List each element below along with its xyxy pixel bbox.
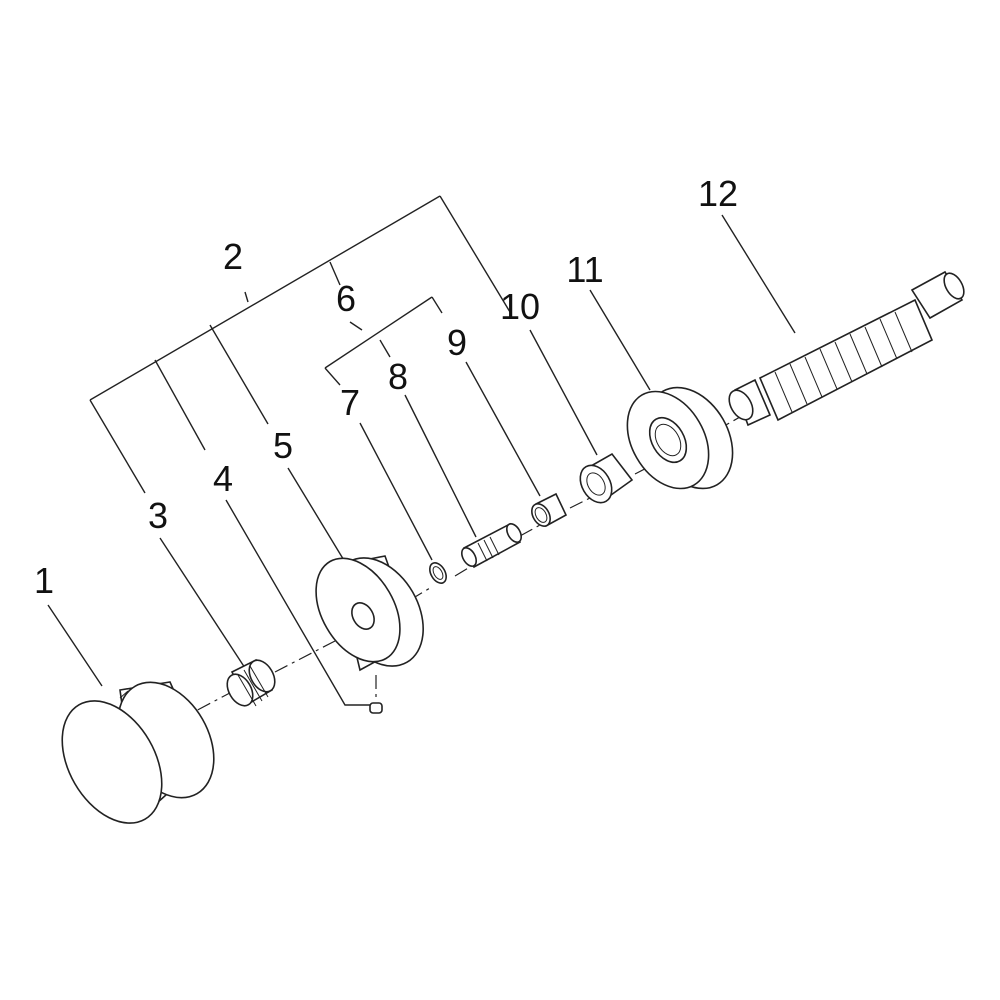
leader-3b [159, 537, 246, 669]
part-7-o-ring [429, 562, 447, 584]
callout-12: 12 [698, 173, 738, 214]
callout-11: 11 [566, 249, 603, 290]
center-axis [149, 416, 741, 736]
leader-8 [379, 339, 391, 358]
leader-5b [287, 467, 346, 563]
leader-7 [324, 367, 341, 386]
callout-8: 8 [388, 356, 408, 397]
leader-10 [529, 329, 598, 456]
callout-4: 4 [213, 458, 233, 499]
callout-9: 9 [447, 322, 467, 363]
group-6-bracket [324, 261, 443, 369]
callout-2: 2 [223, 236, 243, 277]
part-4-set-screw [369, 702, 383, 714]
leader-12 [721, 214, 796, 334]
callout-10: 10 [500, 286, 540, 327]
leader-7b [359, 422, 433, 561]
leader-8b [404, 394, 477, 538]
callout-labels: 1 2 3 4 5 6 7 8 9 10 11 12 [34, 173, 738, 601]
leader-5 [209, 324, 269, 425]
leader-3 [89, 399, 146, 494]
leader-lines [47, 214, 796, 706]
callout-7: 7 [340, 382, 360, 423]
callout-3: 3 [148, 495, 168, 536]
part-10-nut [579, 452, 634, 504]
callout-1: 1 [34, 560, 54, 601]
part-3-adapter [226, 658, 276, 707]
callout-5: 5 [273, 425, 293, 466]
leader-4 [154, 359, 206, 451]
part-12-cartridge [728, 270, 965, 427]
group-2-bracket [89, 195, 511, 401]
leader-1 [47, 604, 103, 687]
part-9-bushing [531, 492, 568, 528]
part-1-knob [61, 681, 215, 824]
leader-4b [225, 499, 370, 706]
part-5-escutcheon [315, 555, 424, 672]
part-11-flange [626, 386, 734, 490]
part-8-stem [460, 522, 523, 569]
callout-6: 6 [336, 278, 356, 319]
leader-11 [589, 289, 651, 391]
leader-9 [465, 361, 541, 497]
